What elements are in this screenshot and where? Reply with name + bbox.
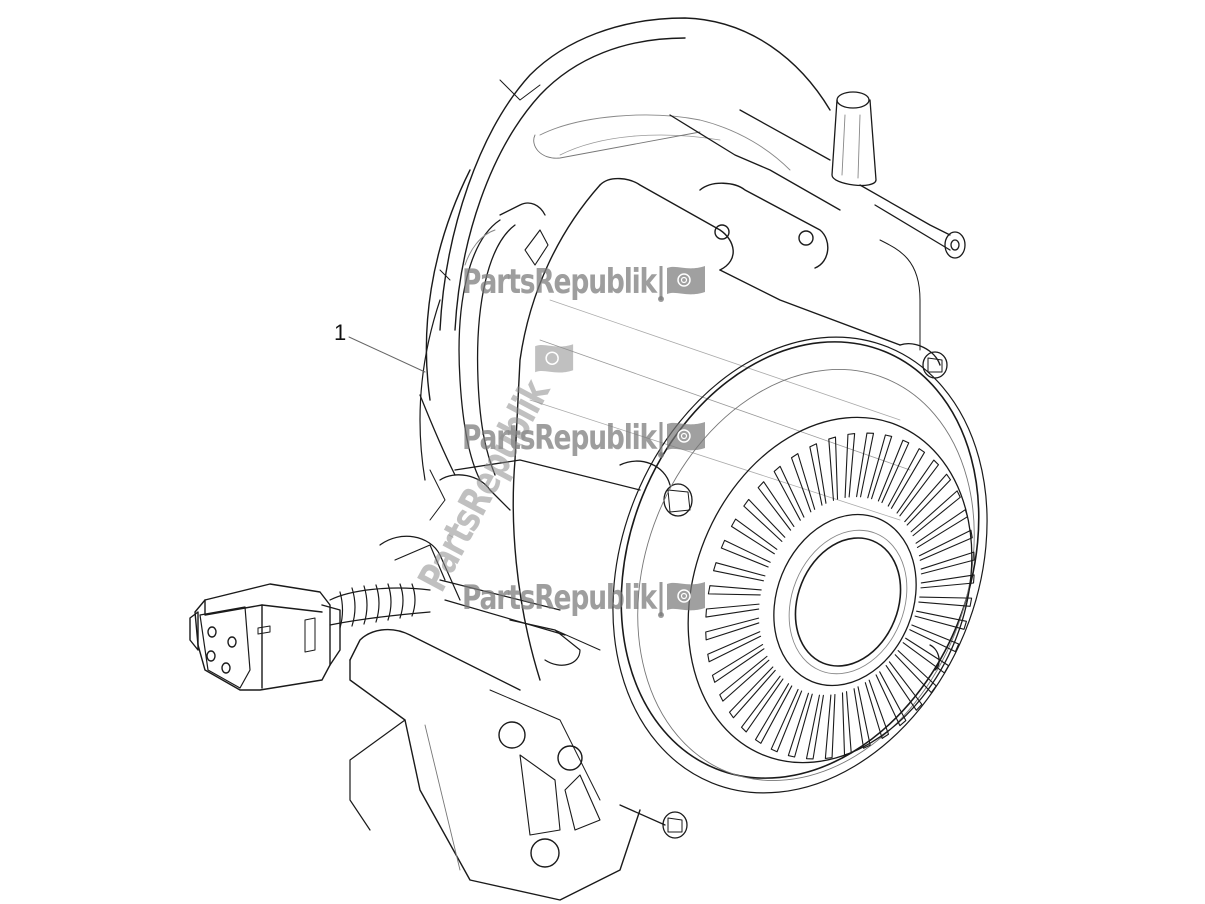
rotor-fins <box>705 432 975 760</box>
cable-spring <box>329 535 566 636</box>
stator-housing <box>512 177 941 681</box>
wire-loop <box>419 202 549 481</box>
flywheel-cover <box>419 17 831 521</box>
electrical-connector <box>189 583 341 691</box>
mounting-bracket <box>349 619 641 901</box>
upper-shaft <box>669 91 966 351</box>
rotor <box>612 336 988 794</box>
bolt-left <box>439 459 693 517</box>
callout-number-1: 1 <box>334 320 347 345</box>
callout-leader-1 <box>348 336 426 373</box>
rotor-bolts <box>619 351 948 839</box>
